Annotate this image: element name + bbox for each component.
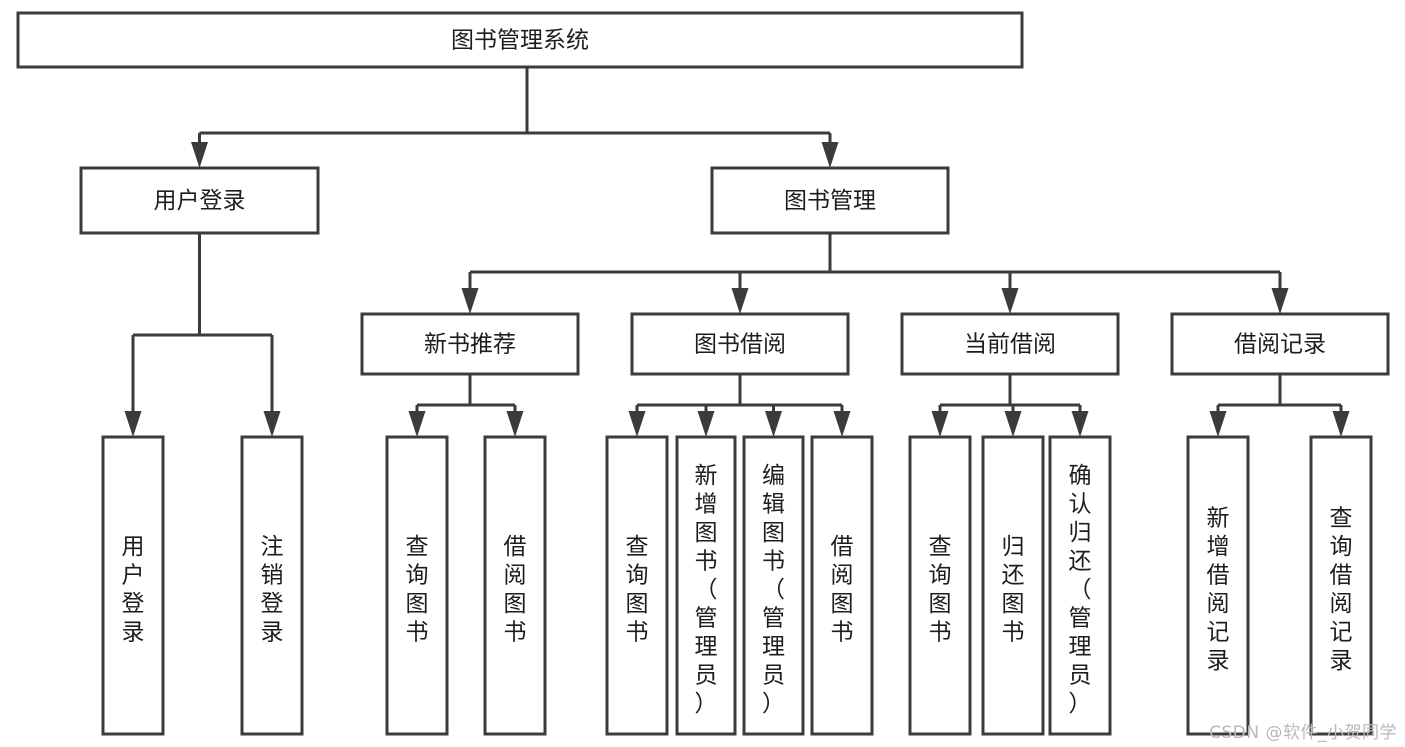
node-label-leaf-user-login: 用户登录 <box>122 534 145 646</box>
arrow-to-leaf-query-book-3-head <box>931 411 949 437</box>
node-label-leaf-borrow-book-1: 借阅图书 <box>504 534 527 646</box>
node-book-manage[interactable]: 图书管理 <box>710 166 950 235</box>
node-leaf-confirm-return[interactable]: 确认归还（管理员） <box>1048 435 1112 736</box>
node-leaf-query-record[interactable]: 查询借阅记录 <box>1309 435 1373 736</box>
node-root[interactable]: 图书管理系统 <box>16 11 1024 69</box>
node-label-leaf-query-book-1: 查询图书 <box>406 534 429 646</box>
node-current-borrow[interactable]: 当前借阅 <box>900 312 1120 376</box>
node-box-user-login[interactable] <box>79 166 320 235</box>
node-leaf-borrow-book-2[interactable]: 借阅图书 <box>810 435 874 736</box>
node-borrow-record[interactable]: 借阅记录 <box>1170 312 1390 376</box>
node-leaf-user-login[interactable]: 用户登录 <box>101 435 165 736</box>
node-box-leaf-add-book[interactable] <box>675 435 737 736</box>
node-label-leaf-edit-book: 编辑图书（管理员） <box>762 463 785 717</box>
node-leaf-add-record[interactable]: 新增借阅记录 <box>1186 435 1250 736</box>
node-box-leaf-return-book[interactable] <box>981 435 1045 736</box>
node-label-leaf-query-book-3: 查询图书 <box>929 534 952 646</box>
arrow-to-leaf-edit-book-head <box>765 411 782 437</box>
arrow-to-leaf-user-login-head <box>124 411 142 437</box>
arrow-to-leaf-borrow-book-2-head <box>833 411 851 437</box>
node-box-current-borrow[interactable] <box>900 312 1120 376</box>
arrow-to-leaf-return-book-head <box>1004 411 1022 437</box>
node-label-book-borrow: 图书借阅 <box>694 332 786 358</box>
node-label-leaf-logout: 注销登录 <box>261 534 284 646</box>
node-label-leaf-confirm-return: 确认归还（管理员） <box>1069 463 1092 717</box>
node-label-leaf-add-record: 新增借阅记录 <box>1207 506 1230 675</box>
arrow-to-new-book-recommend-head <box>461 288 479 314</box>
node-leaf-query-book-1[interactable]: 查询图书 <box>385 435 449 736</box>
node-leaf-logout[interactable]: 注销登录 <box>240 435 304 736</box>
node-leaf-edit-book[interactable]: 编辑图书（管理员） <box>742 435 805 736</box>
arrow-to-leaf-confirm-return-head <box>1071 411 1089 437</box>
node-box-leaf-borrow-book-2[interactable] <box>810 435 874 736</box>
arrow-to-book-manage-head <box>821 142 839 168</box>
node-layer: 图书管理系统用户登录图书管理新书推荐图书借阅当前借阅借阅记录用户登录注销登录查询… <box>16 11 1390 736</box>
node-label-current-borrow: 当前借阅 <box>964 332 1056 358</box>
node-label-leaf-query-record: 查询借阅记录 <box>1330 506 1353 675</box>
node-box-leaf-user-login[interactable] <box>101 435 165 736</box>
arrow-to-borrow-record-head <box>1271 288 1289 314</box>
node-box-new-book-recommend[interactable] <box>360 312 580 376</box>
arrow-to-leaf-add-record-head <box>1209 411 1227 437</box>
arrow-to-leaf-logout-head <box>263 411 281 437</box>
node-label-leaf-borrow-book-2: 借阅图书 <box>831 534 854 646</box>
node-label-leaf-query-book-2: 查询图书 <box>626 534 649 646</box>
node-box-leaf-borrow-book-1[interactable] <box>483 435 547 736</box>
arrow-to-leaf-borrow-book-1-head <box>506 411 524 437</box>
arrow-to-book-borrow-head <box>731 288 749 314</box>
node-box-leaf-query-book-2[interactable] <box>605 435 669 736</box>
node-box-book-borrow[interactable] <box>630 312 850 376</box>
node-new-book-recommend[interactable]: 新书推荐 <box>360 312 580 376</box>
node-label-borrow-record: 借阅记录 <box>1234 332 1326 358</box>
node-box-leaf-edit-book[interactable] <box>742 435 805 736</box>
node-box-leaf-query-book-1[interactable] <box>385 435 449 736</box>
arrow-to-user-login-head <box>191 142 208 168</box>
arrow-to-leaf-query-book-2-head <box>628 411 646 437</box>
node-leaf-borrow-book-1[interactable]: 借阅图书 <box>483 435 547 736</box>
node-box-book-manage[interactable] <box>710 166 950 235</box>
node-box-leaf-query-book-3[interactable] <box>908 435 972 736</box>
node-leaf-return-book[interactable]: 归还图书 <box>981 435 1045 736</box>
node-box-leaf-logout[interactable] <box>240 435 304 736</box>
node-label-leaf-add-book: 新增图书（管理员） <box>695 463 718 717</box>
node-box-leaf-add-record[interactable] <box>1186 435 1250 736</box>
node-user-login[interactable]: 用户登录 <box>79 166 320 235</box>
node-book-borrow[interactable]: 图书借阅 <box>630 312 850 376</box>
node-box-leaf-confirm-return[interactable] <box>1048 435 1112 736</box>
node-label-new-book-recommend: 新书推荐 <box>424 332 516 358</box>
node-label-user-login: 用户登录 <box>154 188 246 214</box>
node-box-leaf-query-record[interactable] <box>1309 435 1373 736</box>
connector-layer <box>124 67 1350 437</box>
csdn-watermark: CSDN @软件_小贺同学 <box>1209 723 1397 743</box>
node-label-root: 图书管理系统 <box>451 28 589 54</box>
arrow-to-leaf-query-book-1-head <box>408 411 426 437</box>
arrow-to-leaf-query-record-head <box>1332 411 1350 437</box>
arrow-to-current-borrow-head <box>1001 288 1019 314</box>
node-leaf-query-book-2[interactable]: 查询图书 <box>605 435 669 736</box>
node-leaf-query-book-3[interactable]: 查询图书 <box>908 435 972 736</box>
node-label-leaf-return-book: 归还图书 <box>1002 534 1025 646</box>
node-leaf-add-book[interactable]: 新增图书（管理员） <box>675 435 737 736</box>
node-label-book-manage: 图书管理 <box>784 188 876 214</box>
node-box-root[interactable] <box>16 11 1024 69</box>
arrow-to-leaf-add-book-head <box>697 411 715 437</box>
node-box-borrow-record[interactable] <box>1170 312 1390 376</box>
